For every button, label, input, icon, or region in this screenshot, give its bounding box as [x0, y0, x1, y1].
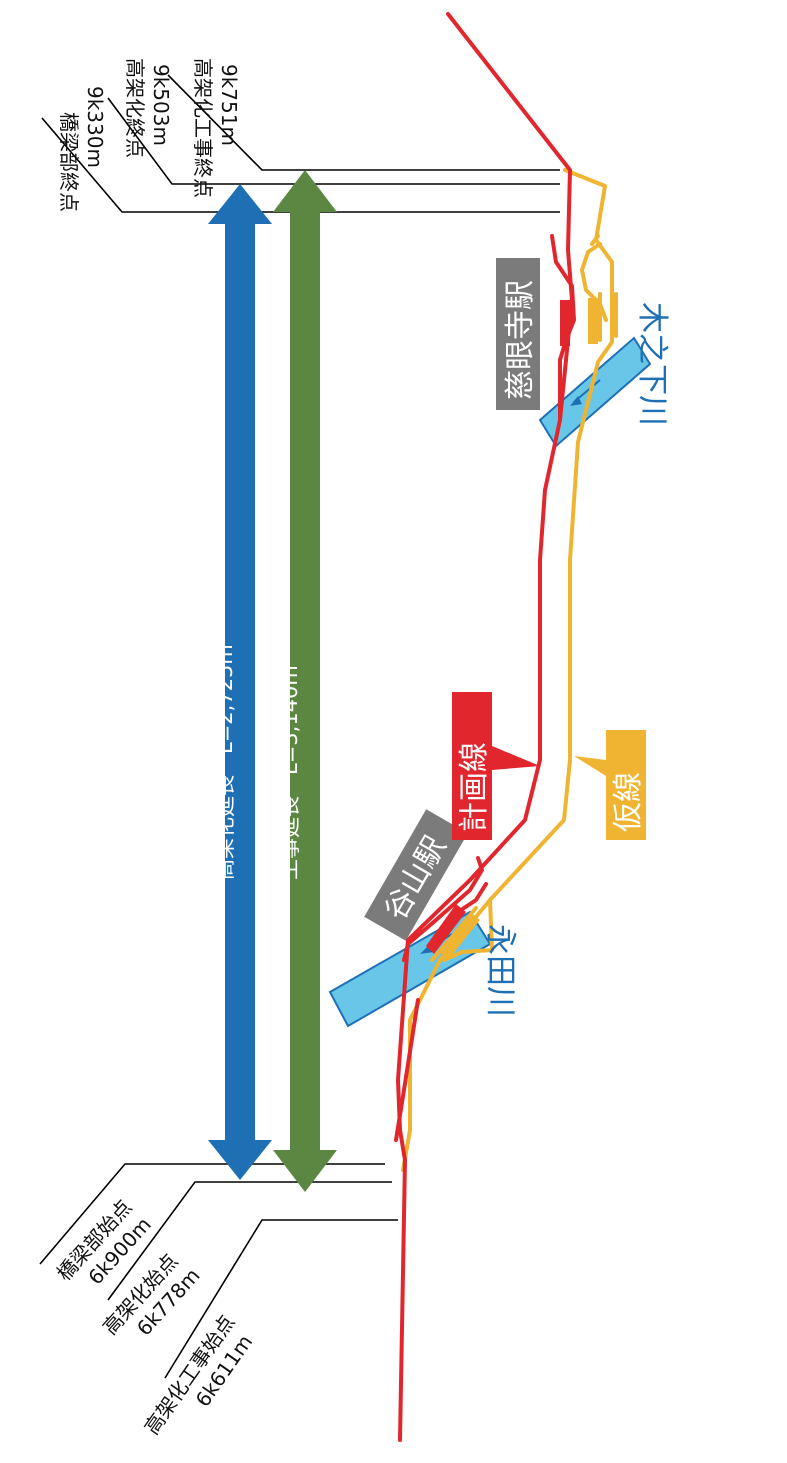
legend-temporary-label: 仮線 — [611, 772, 646, 832]
elevated-length-arrow — [208, 184, 272, 1180]
planned-platform-taniyama — [426, 904, 466, 954]
marker-name-9k330: 橋梁部終点 — [57, 112, 81, 212]
station-jigenji-label: 慈眼寺駅 — [503, 280, 538, 400]
leader-line-9k330 — [41, 117, 560, 213]
elevated-length-label: 高架化延長 L=2,725m — [213, 644, 237, 880]
station-jigenji: 慈眼寺駅 — [496, 258, 540, 410]
temporary-platform-jigenji — [588, 298, 598, 344]
leader-line-9k503 — [107, 97, 560, 185]
marker-name-9k503: 高架化終点 — [123, 58, 147, 158]
construction-length-arrow — [273, 170, 337, 1192]
river-konoshita — [538, 336, 652, 448]
top-marker-labels: 高架化工事終点 9k751m 高架化終点 9k503m 橋梁部終点 9k330m — [57, 58, 241, 212]
legend-planned-label: 計画線 — [457, 742, 492, 832]
leader-line-6k778 — [107, 1181, 392, 1301]
top-marker-leaders — [41, 74, 560, 213]
marker-km-9k330: 9k330m — [83, 86, 107, 168]
leader-line-6k611 — [164, 1219, 398, 1379]
river-nagata-label: 永田川 — [482, 924, 518, 1017]
marker-km-9k503: 9k503m — [149, 64, 173, 146]
planned-platform-jigenji — [560, 300, 570, 346]
marker-km-9k751: 9k751m — [217, 64, 241, 146]
construction-length-label: 工事延長 L=3,140m — [278, 665, 302, 880]
river-konoshita-label: 木之下川 — [634, 302, 670, 426]
legend-planned-line: 計画線 — [452, 692, 540, 840]
legend-temporary-line: 仮線 — [574, 730, 646, 840]
marker-name-9k751: 高架化工事終点 — [191, 58, 215, 198]
temporary-platform-taniyama — [440, 912, 480, 960]
leader-line-9k751 — [167, 74, 560, 171]
